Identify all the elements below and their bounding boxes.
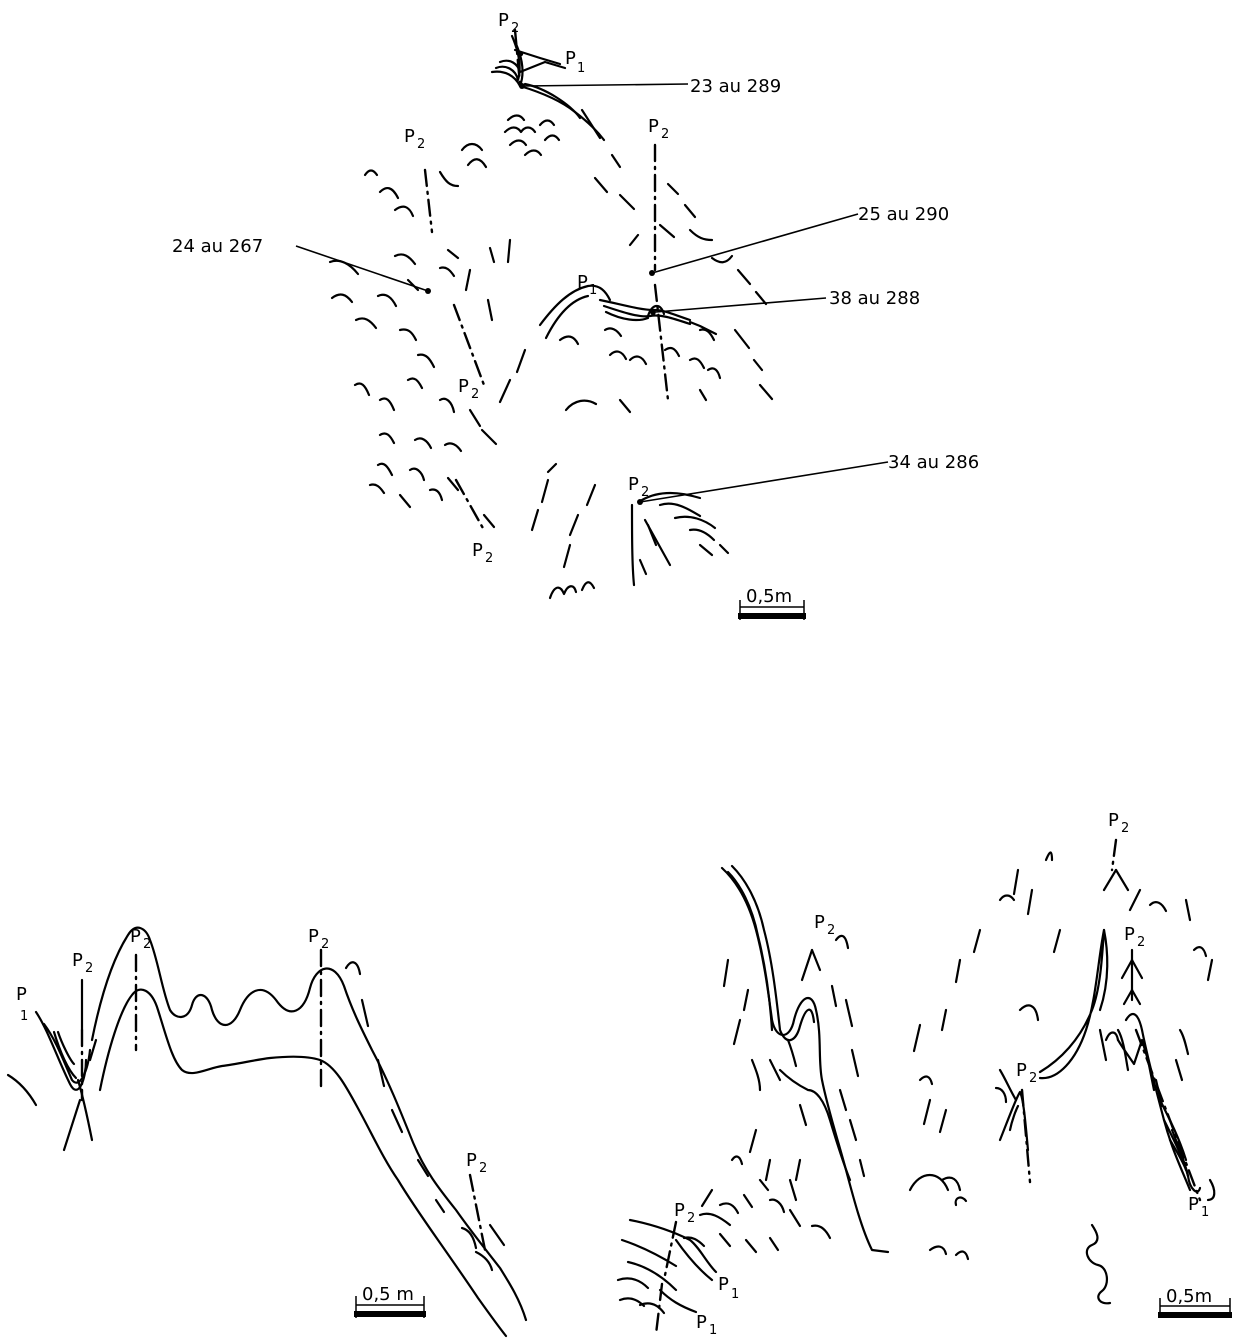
- svg-text:P: P: [308, 926, 319, 947]
- svg-text:2: 2: [827, 923, 835, 938]
- svg-text:P: P: [404, 126, 415, 147]
- svg-text:P: P: [1124, 924, 1135, 945]
- svg-text:2: 2: [661, 127, 669, 142]
- bottom-right-panel: P2 P2 P2 P2 P1 P2 P1 P1 0,5m: [618, 810, 1232, 1338]
- svg-text:2: 2: [479, 1161, 487, 1176]
- svg-text:P: P: [72, 950, 83, 971]
- svg-text:P: P: [1108, 810, 1119, 831]
- svg-text:P: P: [130, 926, 141, 947]
- svg-text:P: P: [674, 1200, 685, 1221]
- svg-text:1: 1: [709, 1323, 717, 1338]
- scale-bar-top: 0,5m: [738, 586, 806, 620]
- svg-text:1: 1: [1201, 1205, 1209, 1220]
- label-38-au-288: 38 au 288: [829, 288, 920, 309]
- svg-text:1: 1: [589, 283, 597, 298]
- bedding-traces-left: [330, 240, 525, 527]
- svg-text:2: 2: [417, 137, 425, 152]
- svg-text:1: 1: [20, 1009, 28, 1024]
- scale-label-br: 0,5m: [1166, 1286, 1212, 1307]
- svg-text:P: P: [814, 912, 825, 933]
- label-24-au-267: 24 au 267: [172, 236, 263, 257]
- scale-bar-br: 0,5m: [1158, 1286, 1232, 1318]
- svg-text:P: P: [648, 116, 659, 137]
- svg-text:P: P: [565, 48, 576, 69]
- svg-text:P: P: [472, 540, 483, 561]
- label-34-au-286: 34 au 286: [888, 452, 979, 473]
- svg-text:P: P: [16, 984, 27, 1005]
- top-panel: 23 au 289 25 au 290 24 au 267 38 au 288 …: [172, 10, 979, 620]
- svg-text:P: P: [1016, 1060, 1027, 1081]
- scale-label-bl: 0,5 m: [362, 1284, 414, 1305]
- label-25-au-290: 25 au 290: [858, 204, 949, 225]
- svg-text:P: P: [458, 376, 469, 397]
- svg-text:1: 1: [577, 61, 585, 76]
- svg-text:P: P: [498, 10, 509, 31]
- svg-text:2: 2: [687, 1211, 695, 1226]
- svg-text:P: P: [696, 1312, 707, 1333]
- svg-text:2: 2: [143, 937, 151, 952]
- svg-text:2: 2: [485, 551, 493, 566]
- axial-traces-top: [425, 30, 668, 530]
- svg-text:2: 2: [1121, 821, 1129, 836]
- svg-text:2: 2: [1137, 935, 1145, 950]
- summit-fold: [492, 36, 604, 140]
- label-23-au-289: 23 au 289: [690, 76, 781, 97]
- svg-text:2: 2: [471, 387, 479, 402]
- svg-text:P: P: [1188, 1194, 1199, 1215]
- svg-text:P: P: [628, 474, 639, 495]
- svg-text:2: 2: [321, 937, 329, 952]
- svg-text:P: P: [577, 272, 588, 293]
- svg-text:P: P: [718, 1274, 729, 1295]
- scale-label-top: 0,5m: [746, 586, 792, 607]
- svg-text:2: 2: [511, 21, 519, 36]
- svg-text:P: P: [466, 1150, 477, 1171]
- svg-text:2: 2: [641, 485, 649, 500]
- svg-text:2: 2: [85, 961, 93, 976]
- svg-text:1: 1: [731, 1287, 739, 1302]
- svg-text:2: 2: [1029, 1071, 1037, 1086]
- scale-bar-bl: 0,5 m: [354, 1284, 426, 1318]
